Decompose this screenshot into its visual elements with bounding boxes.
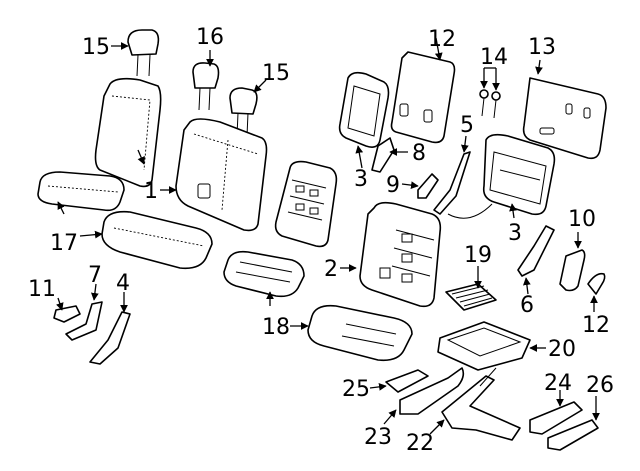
seat-cushion-frame[interactable] (223, 250, 305, 298)
callout-13: 12 (428, 27, 456, 52)
callout-24: 24 (544, 371, 572, 396)
callout-10: 10 (568, 207, 596, 232)
seat-cushion-20[interactable] (437, 321, 531, 371)
back-panel-13[interactable] (390, 51, 456, 144)
trim-25[interactable] (385, 369, 429, 393)
callout-25: 25 (342, 377, 370, 402)
callout-17: 14 (480, 45, 508, 70)
trim-24[interactable] (529, 401, 583, 435)
callout-3-right: 3 (508, 221, 522, 246)
bracket-9[interactable] (417, 173, 439, 199)
recliner-5[interactable] (433, 151, 471, 215)
callout-18: 17 (50, 231, 78, 256)
callout-20: 20 (548, 337, 576, 362)
seat-cushion-19[interactable] (307, 304, 413, 362)
seat-cushion-18[interactable] (101, 210, 213, 270)
callout-22: 22 (406, 431, 434, 456)
trim-26[interactable] (547, 419, 599, 451)
headrest-left-outer[interactable] (127, 29, 160, 77)
callout-19: 18 (262, 315, 290, 340)
seat-back-frame-center[interactable] (274, 160, 338, 248)
back-panel-14[interactable] (522, 77, 607, 160)
seat-back-2[interactable] (359, 201, 442, 308)
seat-back-left[interactable] (94, 77, 162, 188)
bracket-11[interactable] (53, 305, 81, 323)
recliner-6[interactable] (517, 225, 555, 277)
seat-back-frame-3-right[interactable] (482, 133, 556, 216)
callout-8: 8 (412, 141, 426, 166)
seat-back-wide[interactable] (175, 118, 268, 232)
seat-back-frame-3-left[interactable] (338, 71, 390, 148)
callout-11: 11 (28, 277, 56, 302)
trim-cover-12[interactable] (587, 272, 606, 295)
trim-23[interactable] (399, 367, 465, 415)
callout-3-left: 3 (354, 167, 368, 192)
callout-9: 9 (386, 173, 400, 198)
callout-26: 26 (586, 373, 614, 398)
callout-4: 4 (116, 271, 130, 296)
callout-12: 12 (582, 313, 610, 338)
callout-labels: 15 16 15 1 17 12 14 13 3 8 9 5 3 2 19 10… (28, 25, 614, 456)
callout-15-right: 15 (262, 61, 290, 86)
callout-6: 6 (520, 293, 534, 318)
callout-2: 2 (324, 257, 338, 282)
seat-cushion-upper-left[interactable] (37, 171, 125, 212)
seat-mat-21[interactable] (445, 283, 497, 311)
callout-1: 1 (144, 179, 158, 204)
callout-23: 23 (364, 425, 392, 450)
callout-15-left: 15 (82, 35, 110, 60)
headrest-center[interactable] (192, 62, 220, 111)
callout-21: 19 (464, 243, 492, 268)
track-22[interactable] (441, 367, 521, 441)
hinge-4[interactable] (89, 311, 131, 365)
trim-cover-10[interactable] (559, 249, 586, 292)
callout-16: 16 (196, 25, 224, 50)
bracket-7[interactable] (65, 301, 103, 341)
callout-7: 7 (88, 263, 102, 288)
bracket-8[interactable] (371, 137, 395, 173)
callout-5: 5 (460, 113, 474, 138)
bolt-17b[interactable] (491, 91, 501, 119)
bolt-17a[interactable] (479, 89, 489, 117)
leaders (56, 37, 600, 435)
cable (447, 203, 493, 219)
callout-14: 13 (528, 35, 556, 60)
